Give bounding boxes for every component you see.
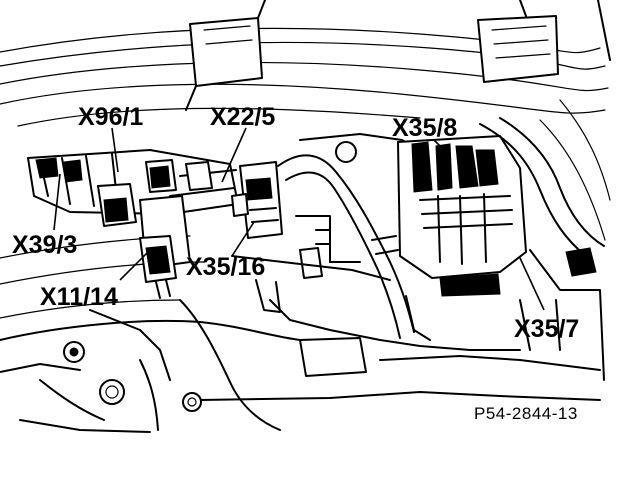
wiring-harness-lines — [0, 27, 611, 319]
callout-leaders — [53, 127, 545, 311]
callout-x35-8: X35/8 — [392, 114, 457, 142]
callout-x96-1: X96/1 — [78, 103, 143, 131]
figure-reference-number: P54-2844-13 — [474, 404, 578, 423]
callout-x35-7: X35/7 — [514, 315, 579, 343]
x35-16-connector — [231, 154, 415, 339]
central-assembly — [231, 133, 421, 281]
callout-x35-16: X35/16 — [186, 253, 265, 281]
x35-7-harness — [479, 117, 605, 381]
x35-8-connector-block — [371, 135, 527, 297]
lower-engine-body — [0, 279, 601, 431]
upper-brackets — [185, 0, 611, 111]
x11-14-connector — [139, 195, 191, 299]
callout-x22-5: X22/5 — [210, 103, 275, 131]
callout-x39-3: X39/3 — [12, 231, 77, 259]
callout-x11-14: X11/14 — [40, 283, 118, 311]
connector-rail — [27, 149, 239, 227]
fasteners — [19, 341, 202, 433]
